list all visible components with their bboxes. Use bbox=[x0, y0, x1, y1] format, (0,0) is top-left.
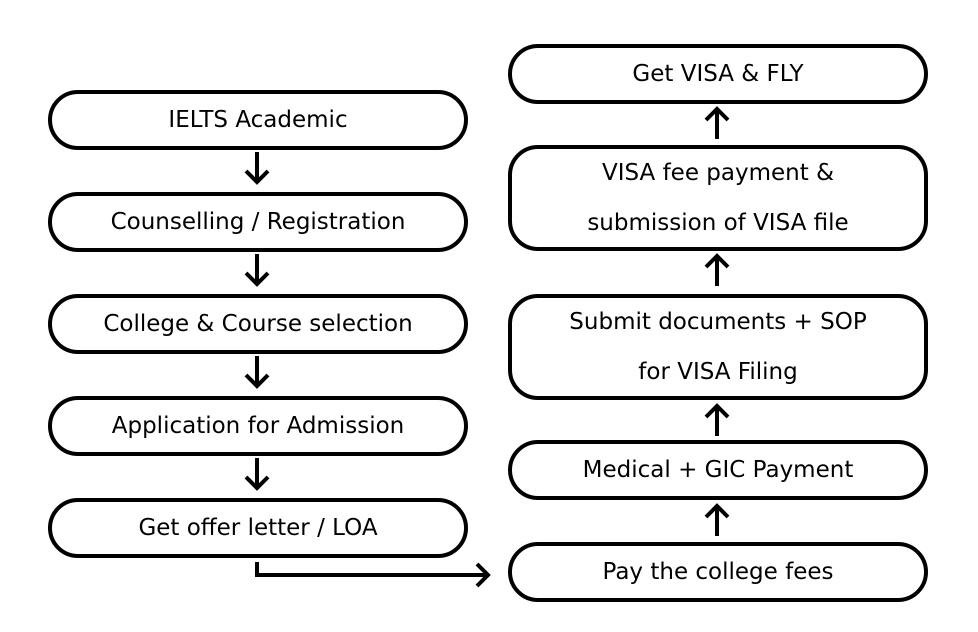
step-college-course-selection: College & Course selection bbox=[48, 294, 468, 354]
step-ielts-academic: IELTS Academic bbox=[48, 90, 468, 150]
arrow-pay-fees-to-medical bbox=[704, 503, 730, 536]
step-get-offer-letter: Get offer letter / LOA bbox=[48, 498, 468, 558]
arrow-application-to-offer bbox=[244, 458, 270, 491]
step-submit-documents-sop: Submit documents + SOP for VISA Filing bbox=[508, 294, 928, 400]
step-label: Submit documents + SOP for VISA Filing bbox=[569, 309, 867, 385]
step-medical-gic-payment: Medical + GIC Payment bbox=[508, 440, 928, 500]
step-get-visa-fly: Get VISA & FLY bbox=[508, 44, 928, 104]
arrow-ielts-to-counselling bbox=[244, 152, 270, 185]
step-label: Get offer letter / LOA bbox=[138, 515, 378, 541]
step-application-for-admission: Application for Admission bbox=[48, 396, 468, 456]
arrow-offer-to-pay-fees bbox=[255, 562, 491, 588]
step-visa-fee-payment: VISA fee payment & submission of VISA fi… bbox=[508, 145, 928, 251]
step-label: Medical + GIC Payment bbox=[582, 457, 854, 483]
step-label: VISA fee payment & submission of VISA fi… bbox=[587, 160, 849, 236]
arrow-medical-to-submit-docs bbox=[704, 403, 730, 436]
step-label: IELTS Academic bbox=[168, 107, 348, 133]
step-counselling-registration: Counselling / Registration bbox=[48, 192, 468, 252]
arrow-submit-docs-to-visa-fee bbox=[704, 253, 730, 286]
arrow-visa-fee-to-visa-fly bbox=[704, 106, 730, 139]
step-label: Counselling / Registration bbox=[110, 209, 406, 235]
step-label: Get VISA & FLY bbox=[632, 61, 804, 87]
step-pay-college-fees: Pay the college fees bbox=[508, 542, 928, 602]
arrow-counselling-to-college bbox=[244, 254, 270, 287]
step-label: Application for Admission bbox=[111, 413, 405, 439]
step-label: College & Course selection bbox=[103, 311, 413, 337]
arrow-college-to-application bbox=[244, 356, 270, 389]
step-label: Pay the college fees bbox=[602, 559, 834, 585]
